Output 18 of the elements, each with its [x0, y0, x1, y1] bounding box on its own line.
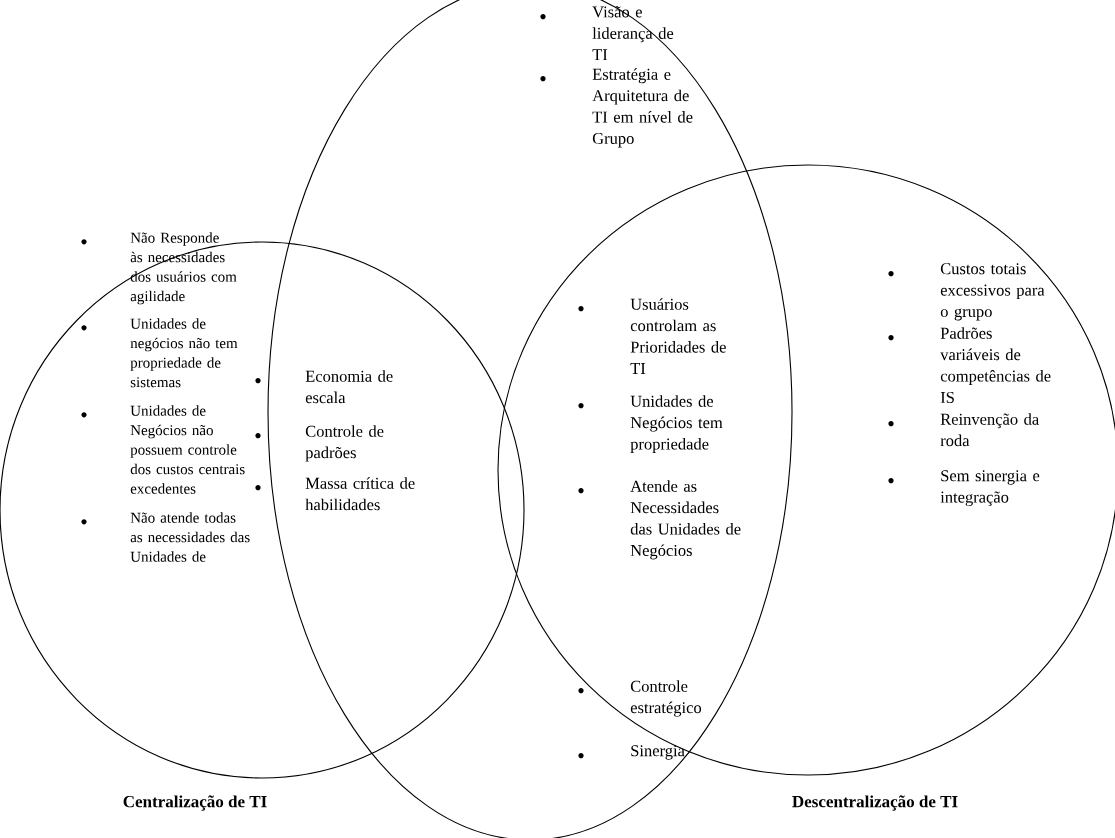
bullet-item: Unidades de Negócios tem propriedade	[578, 395, 723, 453]
bullet-item: Custos totais excessivos para o grupo	[888, 263, 1045, 321]
bullet-item: Usuários controlam as Prioridades de TI	[578, 298, 726, 374]
bullet-item: Unidades de Negócios não possuem controle dos custos centrais excedentes	[81, 405, 245, 494]
title: Descentralização de TI	[792, 795, 958, 811]
bullet-item: Sinergia	[578, 745, 685, 760]
bullet-item: Unidades de negócios não tem propriedade de sistemas	[81, 318, 238, 388]
title: Centralização de TI	[123, 795, 267, 811]
bullet-item: Não atende todas as necessidades das Unidades de	[81, 512, 250, 562]
bullet-item: Padrões variáveis de competências de IS	[888, 327, 1051, 403]
bullet-item: Sem sinergia e integração	[888, 470, 1040, 507]
bullet-item: Controle estratégico	[578, 680, 702, 717]
bullet-item: Atende as Necessidades das Unidades de Negócios	[578, 480, 741, 560]
bullet-item: Reinvenção da roda	[888, 413, 1039, 447]
bullet-item: Massa crítica de habilidades	[255, 477, 415, 511]
bullet-item: Economia de escala	[255, 370, 393, 404]
bullet-item: Estratégia e Arquitetura de TI em nível de Grupo	[540, 68, 693, 148]
bullet-item: Controle de padrões	[255, 425, 384, 462]
